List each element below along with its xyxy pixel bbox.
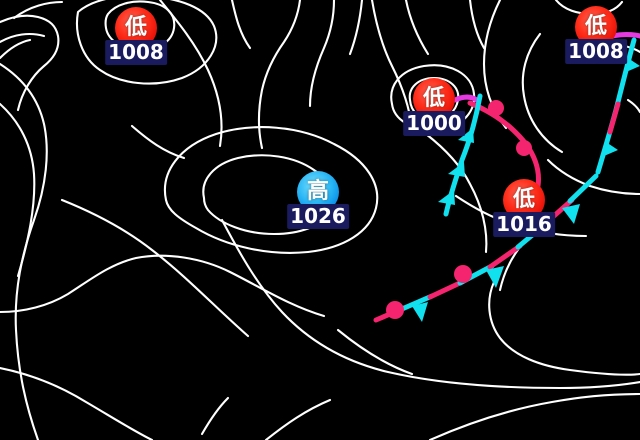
- isobar-line: [200, 396, 230, 436]
- cold-front-barb: [438, 190, 455, 205]
- isobar-line: [60, 198, 250, 338]
- stationary-front-cold-segment: [567, 173, 599, 204]
- isobar-line: [230, 0, 252, 50]
- isobar-line: [348, 0, 364, 56]
- isobar-line: [0, 38, 32, 60]
- isobar-line: [0, 32, 46, 44]
- isobar-line: [12, 0, 64, 20]
- warm-front-bump: [516, 140, 532, 156]
- front-warm-northeast: [467, 100, 541, 189]
- isobar-line: [308, 0, 336, 108]
- stationary-front-cold-segment: [399, 293, 435, 312]
- isobar-line: [76, 0, 218, 85]
- stationary-front-barb: [562, 204, 580, 224]
- pressure-value-label: 1008: [565, 39, 627, 64]
- isobar-line: [220, 218, 640, 390]
- isobar-line: [0, 14, 60, 112]
- stationary-front-barb: [412, 302, 428, 322]
- pressure-value-label: 1016: [493, 212, 555, 237]
- stationary-front-bump: [454, 265, 472, 283]
- isobar-line: [404, 0, 430, 56]
- front-occluded-from-low-1000: [452, 94, 481, 104]
- isobar-line: [626, 98, 640, 114]
- stationary-front-barb: [486, 266, 504, 288]
- cold-front-barb: [626, 58, 640, 72]
- isobar-line: [0, 62, 48, 440]
- stationary-front-warm-segment: [427, 279, 465, 300]
- isobar-line: [468, 0, 486, 50]
- isobar-line: [488, 280, 640, 376]
- isobar-line: [0, 102, 36, 278]
- isobar-line: [546, 158, 640, 196]
- front-cold-center: [438, 93, 483, 217]
- front-cold-east-edge: [595, 37, 640, 175]
- pressure-value-label: 1026: [287, 204, 349, 229]
- pressure-value-label: 1008: [105, 40, 167, 65]
- isobar-line: [370, 0, 414, 132]
- cold-front-barb: [458, 128, 474, 143]
- isobar-line: [0, 366, 154, 440]
- stationary-front-warm-segment: [487, 243, 523, 270]
- stationary-front-bump: [386, 301, 404, 319]
- isobar-line: [336, 328, 414, 376]
- cold-front-barb: [448, 162, 465, 177]
- warm-front-bump: [488, 100, 504, 116]
- isobar-line: [130, 124, 186, 160]
- isobar-line: [424, 132, 488, 254]
- occluded-front-path: [609, 32, 640, 39]
- isobar-line: [428, 392, 640, 440]
- isobar-line: [257, 0, 302, 150]
- isobar-line: [0, 254, 326, 318]
- east-edge-warm-segment: [607, 101, 621, 135]
- isobar-line: [264, 398, 332, 440]
- isobar-line: [158, 0, 223, 148]
- cold-front-barb: [604, 142, 618, 156]
- pressure-value-label: 1000: [403, 111, 465, 136]
- front-occluded-from-low-1008-northeast: [609, 32, 640, 39]
- isobar-line: [163, 126, 379, 254]
- occluded-front-path: [452, 94, 481, 104]
- isobar-line: [521, 32, 564, 154]
